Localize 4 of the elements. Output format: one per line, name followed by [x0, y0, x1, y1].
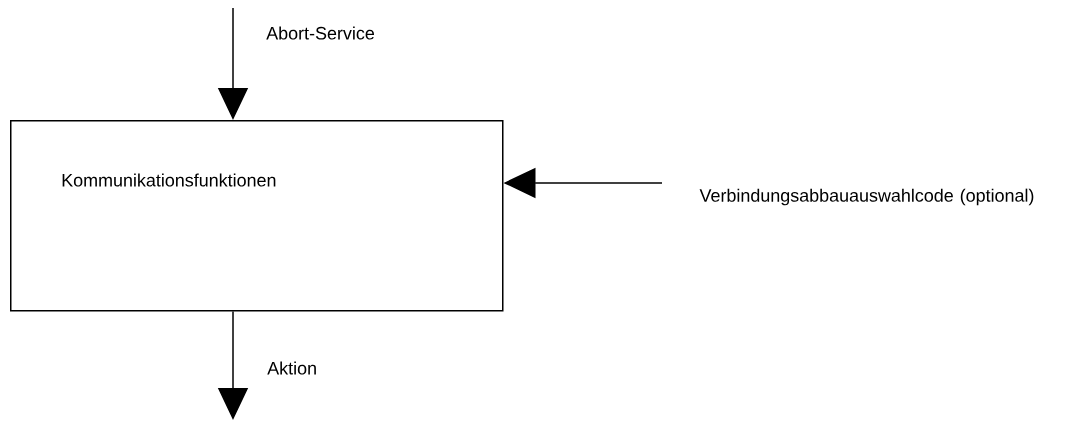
- input-label: Verbindungsabbauauswahlcode (optional): [699, 188, 1034, 206]
- edge-label: Abort-Service: [266, 26, 374, 40]
- process-box: Kommunikationsfunktionen: [10, 120, 504, 312]
- edge-label: Aktion: [267, 361, 316, 375]
